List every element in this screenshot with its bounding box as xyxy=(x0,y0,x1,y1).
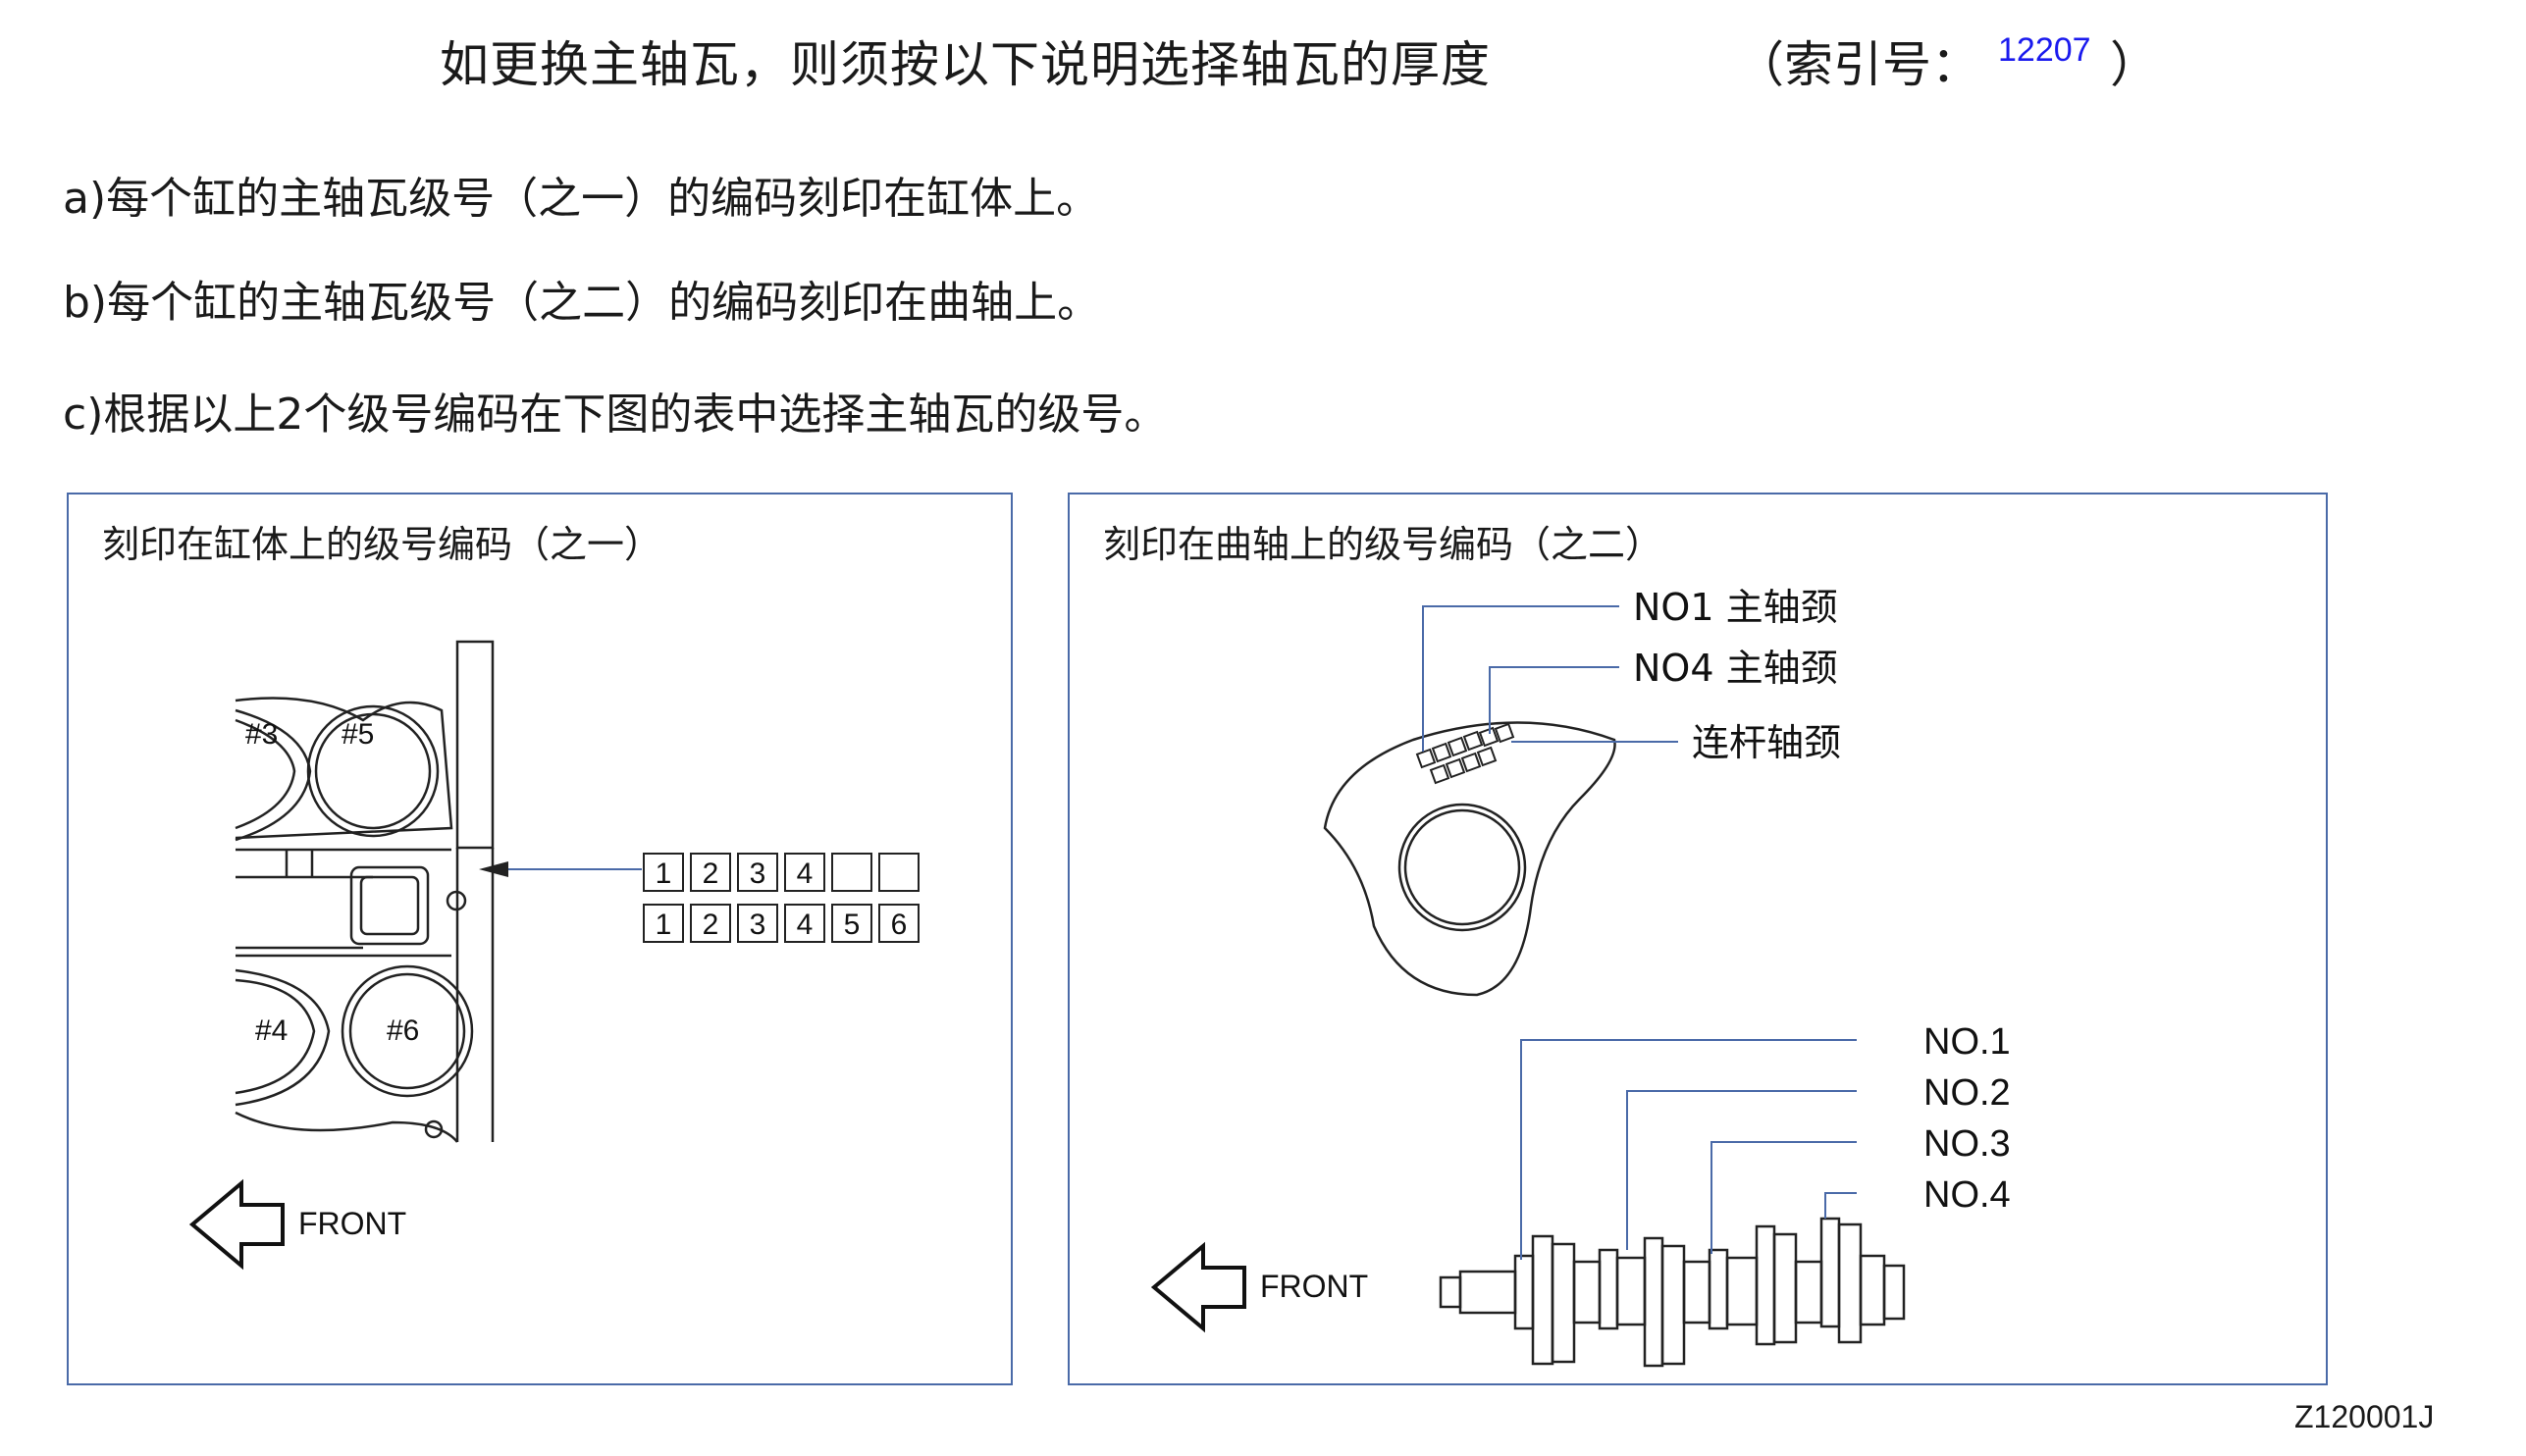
front-label-crank: FRONT xyxy=(1260,1269,1368,1304)
crank-web-2 xyxy=(1643,1236,1664,1368)
crankshaft-diagram: NO1 主轴颈 NO4 主轴颈 连杆轴颈 xyxy=(1150,586,2011,1368)
cylinder-label-5: #5 xyxy=(342,718,374,751)
crank-web-1 xyxy=(1531,1234,1554,1366)
front-arrow-icon xyxy=(188,1178,285,1271)
index-close-paren: ） xyxy=(2110,36,2159,93)
main-journal-end xyxy=(1397,803,1527,932)
code-box-r1-4: 4 xyxy=(797,858,814,890)
index-label: （索引号： xyxy=(1735,36,1980,93)
index-number-link[interactable]: 12207 xyxy=(1998,31,2091,69)
code-box-r2-5: 5 xyxy=(844,909,861,941)
crank-web-4 xyxy=(1837,1222,1863,1344)
label-rod-journal: 连杆轴颈 xyxy=(1692,721,1841,764)
journal-no3: NO.3 xyxy=(1923,1123,2011,1165)
code-box-r2-1: 1 xyxy=(656,909,672,941)
code-box-r1-2: 2 xyxy=(703,858,719,890)
code-box-r2-2: 2 xyxy=(703,909,719,941)
label-no4-main-journal: NO4 主轴颈 xyxy=(1633,647,1838,690)
cylinder-block-panel: 刻印在缸体上的级号编码（之一） xyxy=(67,493,1013,1385)
instruction-b: b)每个缸的主轴瓦级号（之二）的编码刻印在曲轴上。 xyxy=(63,278,1101,328)
cylinder-label-3: #3 xyxy=(245,718,278,751)
crank-web-3 xyxy=(1755,1224,1776,1346)
cylinder-bore-6 xyxy=(341,964,474,1098)
instruction-a: a)每个缸的主轴瓦级号（之一）的编码刻印在缸体上。 xyxy=(63,174,1100,224)
journal-no1: NO.1 xyxy=(1923,1021,2011,1063)
cylinder-label-4: #4 xyxy=(255,1014,288,1047)
block-rail xyxy=(455,640,495,850)
code-box-r1-3: 3 xyxy=(750,858,766,890)
code-box-r2-6: 6 xyxy=(891,909,908,941)
code-box-r2-4: 4 xyxy=(797,909,814,941)
cylinder-block-diagram: #3 #5 #4 #6 1 2 3 4 1 2 xyxy=(188,640,920,1271)
cylinder-bore-5 xyxy=(306,704,440,838)
instruction-c: c)根据以上2个级号编码在下图的表中选择主轴瓦的级号。 xyxy=(63,390,1168,440)
figure-code: Z120001J xyxy=(2294,1399,2435,1434)
page-title: 如更换主轴瓦，则须按以下说明选择轴瓦的厚度 xyxy=(440,36,1491,93)
counterweight xyxy=(1323,721,1616,997)
cylinder-label-6: #6 xyxy=(387,1014,419,1047)
code-box-r1-1: 1 xyxy=(656,858,672,890)
front-arrow-icon xyxy=(1150,1241,1246,1333)
panel-title-crank: 刻印在曲轴上的级号编码（之二） xyxy=(1103,523,1663,566)
journal-no2: NO.2 xyxy=(1923,1072,2011,1114)
front-label-block: FRONT xyxy=(298,1206,406,1241)
code-box-r2-3: 3 xyxy=(750,909,766,941)
panel-title-block: 刻印在缸体上的级号编码（之一） xyxy=(102,523,662,566)
block-port xyxy=(349,865,430,946)
crankshaft-panel: 刻印在曲轴上的级号编码（之二） NO1 主轴颈 xyxy=(1068,493,2328,1385)
journal-no4: NO.4 xyxy=(1923,1174,2011,1216)
label-no1-main-journal: NO1 主轴颈 xyxy=(1633,586,1838,629)
arrow-head-icon xyxy=(479,861,508,877)
